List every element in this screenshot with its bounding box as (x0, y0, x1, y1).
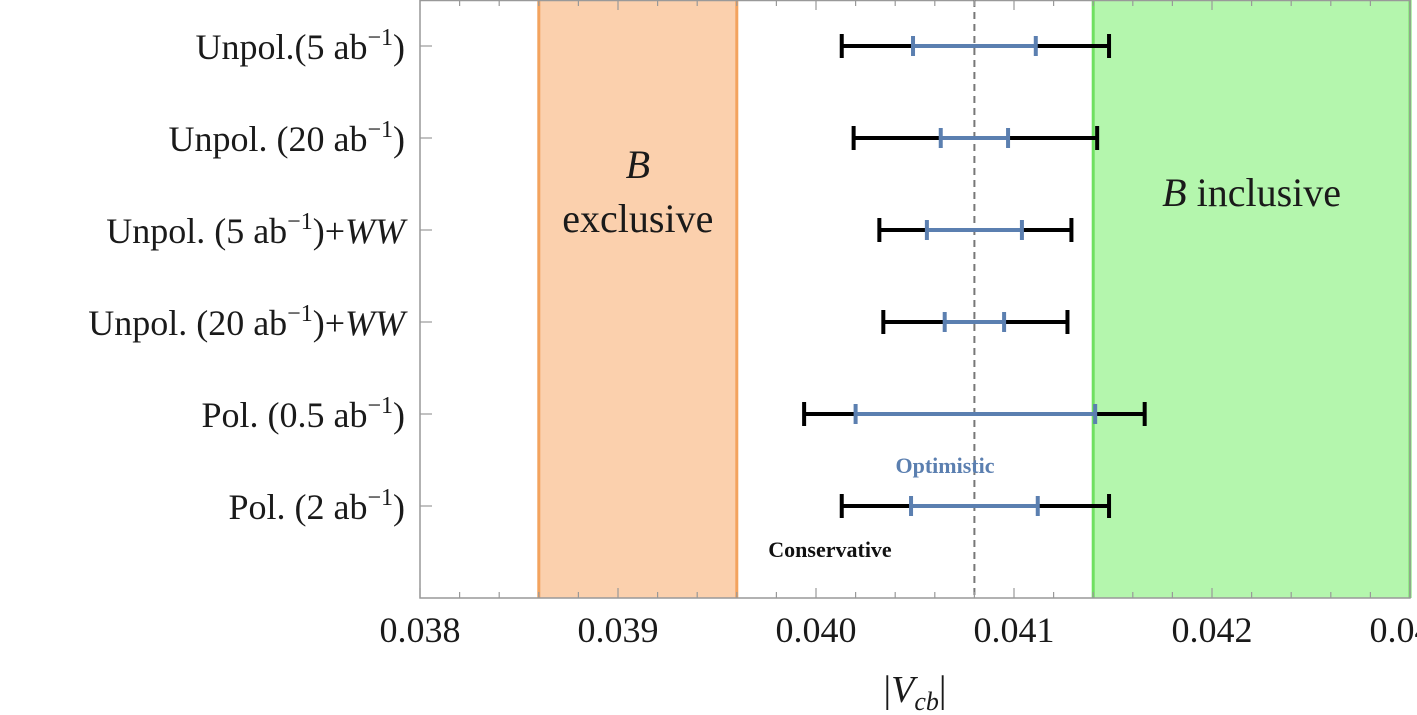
category-label: Unpol.(5 ab−1​) (195, 25, 405, 67)
category-label: Unpol. (5 ab−1​)+WW (106, 209, 408, 251)
x-title-subscript: cb (914, 687, 939, 715)
x-title-symbol: V (891, 669, 918, 711)
category-label-superscript: −1 (287, 301, 313, 327)
category-label-text: Unpol. (20 ab (168, 119, 367, 159)
x-tick-label: 0.040 (776, 610, 857, 650)
category-label: Pol. (2 ab−1​) (228, 485, 405, 527)
x-tick-label: 0.042 (1172, 610, 1253, 650)
category-label-ww: WW (345, 211, 408, 251)
band-inclusive-symbol: B (1162, 170, 1186, 215)
band-exclusive-symbol: B (626, 142, 650, 187)
category-label-text: ) (393, 395, 405, 435)
x-title-bar-left: | (884, 669, 892, 711)
bands-layer (537, 0, 1412, 598)
band-inclusive-label: B inclusive (1162, 170, 1341, 215)
band-inclusive-space (1187, 170, 1197, 215)
plot-frame (419, 0, 1411, 599)
ticks-layer: 0.038 0.039 0.040 0.041 0.042 0.043 (380, 0, 1417, 650)
x-tick-label: 0.041 (974, 610, 1055, 650)
category-label: Pol. (0.5 ab−1​) (201, 393, 405, 435)
band-exclusive (538, 0, 737, 598)
category-label: Unpol. (20 ab−1​)+WW (88, 301, 408, 343)
category-label-superscript: −1 (367, 25, 393, 51)
category-label-text: Unpol.(5 ab (195, 27, 367, 67)
category-label-superscript: −1 (367, 117, 393, 143)
labels-layer: Unpol.(5 ab−1​)Unpol. (20 ab−1​)Unpol. (… (88, 25, 432, 527)
category-label-text: )+ (313, 303, 345, 343)
category-label-text: ) (393, 27, 405, 67)
category-label-ww: WW (345, 303, 408, 343)
legend-optimistic: Optimistic (896, 453, 995, 478)
category-label-text: )+ (313, 211, 345, 251)
category-label-text: ) (393, 119, 405, 159)
category-label-text: Unpol. (5 ab (106, 211, 287, 251)
errorbars-layer (802, 34, 1147, 518)
x-title-bar-right: | (939, 669, 947, 711)
x-tick-label: 0.038 (380, 610, 461, 650)
band-inclusive-word: inclusive (1197, 170, 1341, 215)
category-label-superscript: −1 (367, 485, 393, 511)
category-label-text: Pol. (2 ab (228, 487, 367, 527)
category-label-text: ) (393, 487, 405, 527)
category-label-superscript: −1 (367, 393, 393, 419)
category-label: Unpol. (20 ab−1​) (168, 117, 405, 159)
band-inclusive (1093, 0, 1410, 598)
category-label-text: Pol. (0.5 ab (201, 395, 367, 435)
legend-conservative: Conservative (768, 537, 892, 562)
band-exclusive-label: exclusive (562, 196, 713, 241)
category-label-text: Unpol. (20 ab (88, 303, 287, 343)
category-label-superscript: −1 (287, 209, 313, 235)
x-tick-label: 0.043 (1370, 610, 1417, 650)
x-axis-title: |Vcb| (884, 669, 947, 715)
x-tick-label: 0.039 (578, 610, 659, 650)
